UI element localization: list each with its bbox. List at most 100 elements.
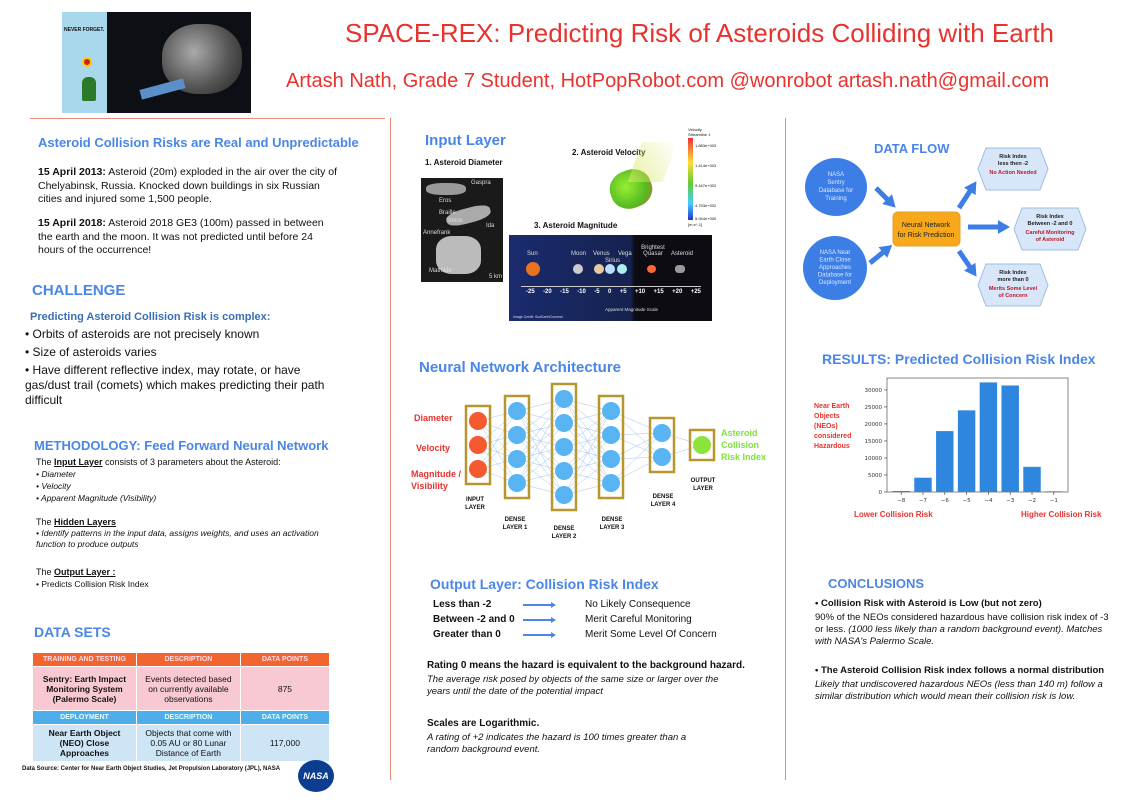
arrow-head — [964, 181, 977, 196]
arrow-head — [551, 632, 556, 638]
poster-title: SPACE-REX: Predicting Risk of Asteroids … — [345, 18, 1055, 48]
nn-input-magnitude: Magnitude / Visibility — [411, 469, 461, 491]
conclusion-1: • Collision Risk with Asteroid is Low (b… — [815, 598, 1109, 647]
x-tick-label: −7 — [919, 498, 928, 504]
sun-icon — [526, 262, 540, 276]
risks-heading: Asteroid Collision Risks are Real and Un… — [38, 135, 359, 150]
challenge-heading: CHALLENGE — [32, 282, 126, 299]
nn-layer-frame — [597, 394, 625, 500]
outcome-title: Risk Index — [999, 270, 1027, 276]
outcome-action: Careful Monitoring — [1026, 230, 1075, 236]
nn-node — [602, 474, 620, 492]
x-tick-label: −6 — [941, 498, 950, 504]
nn-layer-frame — [688, 428, 716, 462]
arrow-right-icon — [523, 634, 553, 636]
bar — [1045, 491, 1063, 492]
nn-node — [469, 460, 487, 478]
nn-connection — [516, 398, 565, 484]
arrow-right-icon — [523, 604, 553, 606]
input-layer-intro: The Input Layer consists of 3 parameters… — [36, 457, 281, 467]
risk-meaning: Merit Careful Monitoring — [585, 614, 692, 625]
y-tick-label: 10000 — [865, 456, 883, 462]
nn-layer-frame — [464, 404, 492, 486]
colorbar-unit: [m s^-1] — [688, 222, 703, 227]
nn-input-diameter: Diameter — [414, 413, 453, 423]
outcome-action: of Concern — [998, 293, 1028, 299]
node-label: Deployment — [819, 280, 851, 286]
magnitude-axis-line — [521, 286, 701, 287]
arrow-right-icon — [523, 619, 553, 621]
data-flow-heading: DATA FLOW — [874, 141, 950, 156]
bar — [1023, 466, 1041, 492]
header-image: NEVER FORGET. — [62, 12, 251, 113]
neural-network-node — [892, 211, 961, 247]
rating-zero-desc: The average risk posed by objects of the… — [427, 674, 719, 697]
node-label: Database for — [819, 188, 853, 194]
node-label: Earth Close — [819, 258, 851, 264]
results-heading: RESULTS: Predicted Collision Risk Index — [822, 351, 1096, 367]
nn-node — [469, 436, 487, 454]
y-tick-label: 25000 — [865, 405, 883, 411]
risk-meaning: No Likely Consequence — [585, 599, 691, 610]
never-forget-panel: NEVER FORGET. — [62, 12, 107, 113]
x-tick-label: −1 — [1050, 498, 1058, 504]
magnitude-credit: Image Credit: SunEarthConnect — [513, 315, 563, 319]
layer-label: DENSE LAYER 4 — [650, 494, 676, 508]
y-tick-label: 30000 — [865, 388, 883, 394]
arrow-head — [964, 262, 977, 277]
outcome-action: Merits Some Level — [989, 286, 1038, 292]
nn-node — [602, 426, 620, 444]
nn-node — [693, 436, 711, 454]
results-chart: 050001000015000200002500030000−8−7−6−5−4… — [865, 377, 1069, 504]
challenge-item: Have different reflective index, may rot… — [25, 363, 345, 408]
data-source: Data Source: Center for Near Earth Objec… — [22, 766, 281, 772]
layer-label: DENSE LAYER 2 — [551, 526, 577, 540]
x-tick-label: −3 — [1006, 498, 1015, 504]
risk-event-2018: 15 April 2018: Asteroid 2018 GE3 (100m) … — [38, 217, 324, 256]
divider — [390, 118, 391, 780]
arrow-head — [551, 617, 556, 623]
nn-diagram — [464, 382, 716, 512]
node-label: for Risk Prediction — [898, 232, 955, 239]
nn-node — [508, 426, 526, 444]
bar — [936, 431, 954, 492]
node-label: Sentry — [827, 180, 844, 186]
bar — [979, 382, 998, 492]
table-row: Sentry: Earth Impact Monitoring System (… — [32, 666, 331, 711]
never-forget-caption: NEVER FORGET. — [64, 27, 105, 33]
nn-connection — [563, 458, 612, 496]
colorbar-title: Velocity Streamline 1 — [688, 127, 711, 137]
challenge-item: Size of asteroids varies — [25, 345, 345, 360]
nn-node — [508, 402, 526, 420]
output-desc: Predicts Collision Risk Index — [36, 578, 336, 590]
outcome-title: Risk Index — [999, 154, 1027, 160]
arrow-head — [878, 244, 893, 258]
node-label: Training — [825, 196, 846, 202]
methodology-heading: METHODOLOGY: Feed Forward Neural Network — [34, 438, 329, 453]
output-layer-intro: The Output Layer : — [36, 567, 116, 577]
diameter-title: 1. Asteroid Diameter — [425, 158, 503, 167]
challenge-item: Orbits of asteroids are not precisely kn… — [25, 327, 345, 342]
spacecraft-image — [139, 78, 186, 100]
nn-node — [602, 402, 620, 420]
nasa-logo: NASA — [298, 760, 334, 792]
x-tick-label: −4 — [984, 498, 993, 504]
nn-node — [555, 390, 573, 408]
magnitude-axis-label: Apparent Magnitude Scale — [605, 307, 659, 312]
input-layer-heading: Input Layer — [425, 132, 506, 149]
nn-input-velocity: Velocity — [416, 443, 451, 453]
node-label: Neural Network — [902, 222, 951, 229]
y-tick-label: 5000 — [868, 473, 882, 479]
nn-layer-frame — [550, 382, 578, 512]
nn-connection — [610, 410, 663, 434]
nn-node — [508, 474, 526, 492]
venus-icon — [594, 264, 604, 274]
asteroid-icon — [675, 265, 685, 273]
input-param: Velocity — [36, 480, 336, 492]
outcome-title: Risk Index — [1036, 214, 1064, 220]
nn-connection — [516, 422, 565, 484]
x-tick-label: −5 — [963, 498, 972, 504]
